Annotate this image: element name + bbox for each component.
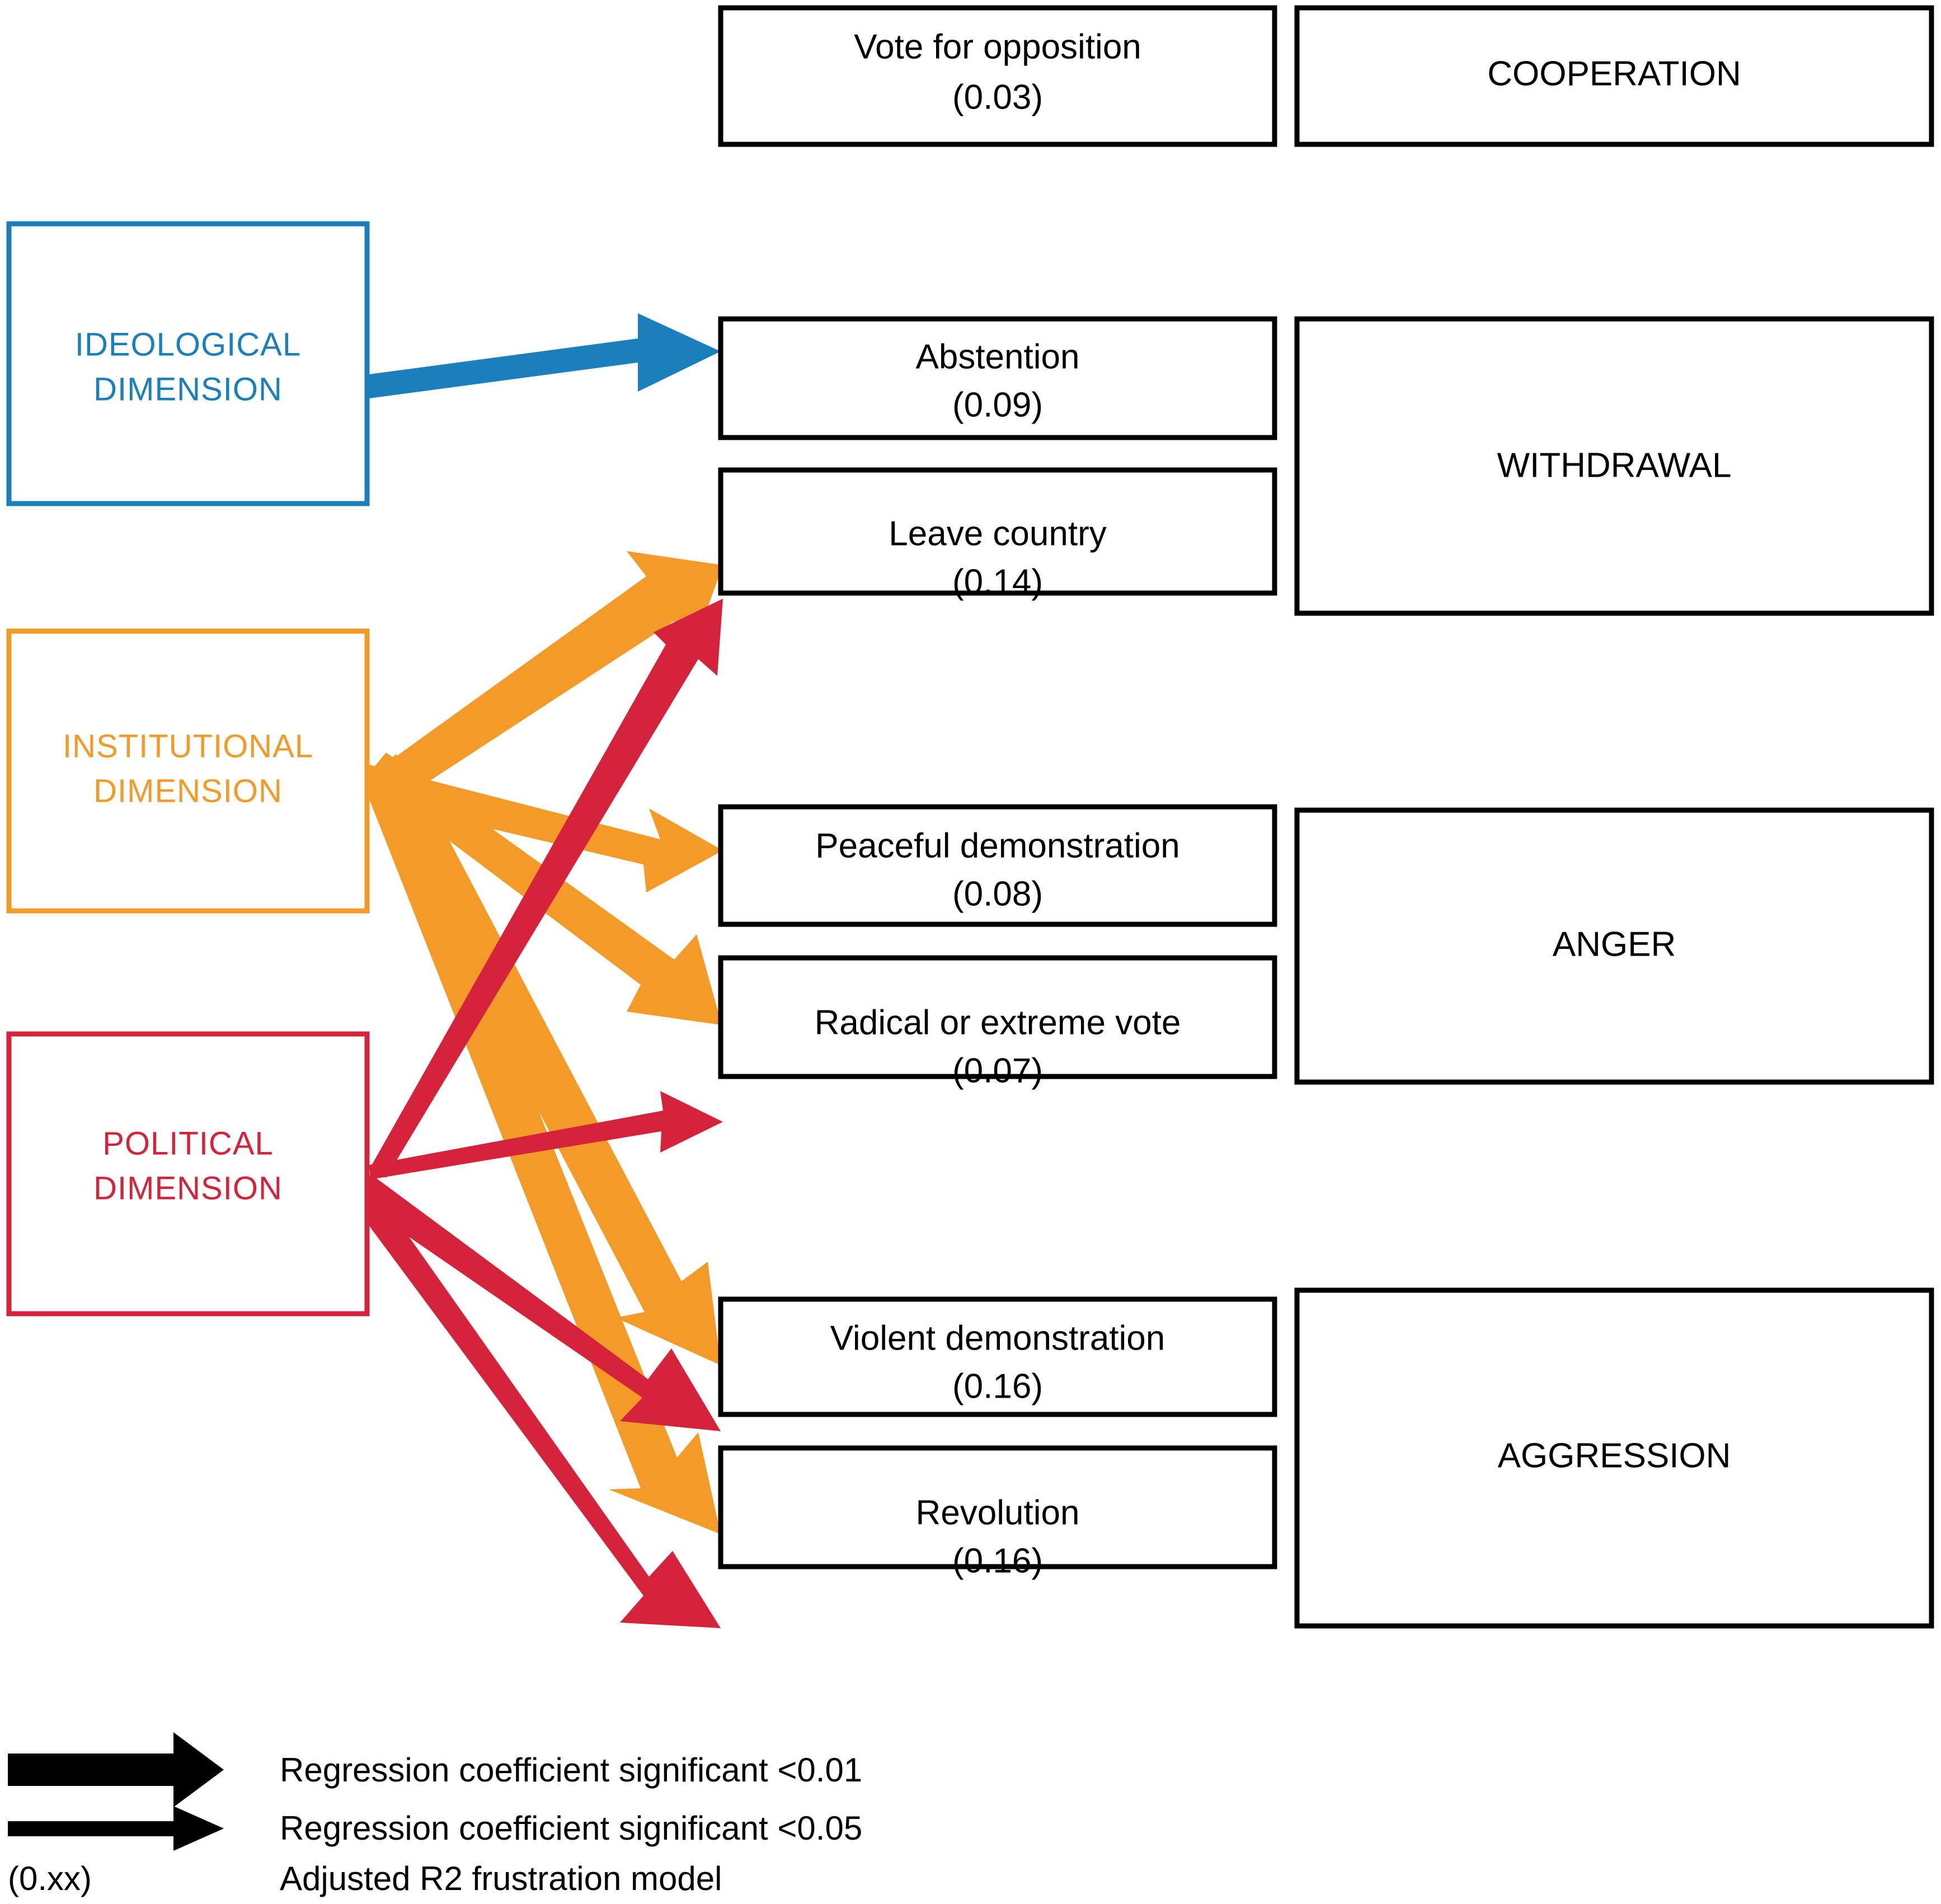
thin-arrow-icon xyxy=(8,1806,224,1851)
group-box-anger[interactable]: ANGER xyxy=(1294,807,1934,1085)
dimension-label-ideological-line1: IDEOLOGICAL xyxy=(75,326,301,363)
outcome-label-vote-for-opposition: Vote for opposition xyxy=(854,27,1141,66)
dimension-label-political-line2: DIMENSION xyxy=(93,1170,283,1206)
outcome-r2-violent-demonstration: (0.16) xyxy=(952,1367,1043,1405)
edge-political-to-leave-country xyxy=(369,599,723,1178)
outcome-label-revolution: Revolution xyxy=(916,1493,1080,1532)
edge-political-to-violent-demonstration xyxy=(358,1174,721,1431)
legend-text-thick-arrow: Regression coefficient significant <0.01 xyxy=(280,1751,862,1789)
dimension-label-institutional-line2: DIMENSION xyxy=(93,773,283,809)
outcome-r2-revolution: (0.16) xyxy=(952,1541,1043,1580)
outcome-label-radical-or-extreme-vote: Radical or extreme vote xyxy=(815,1003,1181,1042)
dimension-label-political-line1: POLITICAL xyxy=(102,1125,274,1162)
group-box-cooperation[interactable]: COOPERATION xyxy=(1294,5,1934,147)
dimension-label-ideological-line2: DIMENSION xyxy=(93,371,283,407)
group-label-cooperation: COOPERATION xyxy=(1487,54,1741,93)
dimension-box-ideological[interactable]: IDEOLOGICAL DIMENSION xyxy=(6,221,370,506)
legend-item-thin-arrow: Regression coefficient significant <0.05 xyxy=(8,1806,862,1851)
outcome-box-revolution[interactable]: Revolution (0.16) xyxy=(718,1445,1277,1580)
outcome-r2-leave-country: (0.14) xyxy=(952,562,1043,601)
outcome-box-violent-demonstration[interactable]: Violent demonstration (0.16) xyxy=(718,1296,1277,1417)
legend-item-thick-arrow: Regression coefficient significant <0.01 xyxy=(8,1732,862,1807)
thick-arrow-icon xyxy=(8,1732,224,1807)
edge-political-to-revolution xyxy=(351,1181,721,1628)
legend-text-r2-note: Adjusted R2 frustration model xyxy=(280,1860,722,1897)
group-label-aggression: AGGRESSION xyxy=(1498,1436,1731,1475)
dimension-box-political[interactable]: POLITICAL DIMENSION xyxy=(6,1031,370,1317)
legend-symbol-r2: (0.xx) xyxy=(8,1860,92,1897)
outcome-label-leave-country: Leave country xyxy=(889,514,1106,553)
group-label-withdrawal: WITHDRAWAL xyxy=(1497,446,1731,485)
outcome-r2-peaceful-demonstration: (0.08) xyxy=(952,875,1043,913)
outcome-box-abstention[interactable]: Abstention (0.09) xyxy=(718,316,1277,440)
edge-institutional-to-leave-country xyxy=(366,551,723,806)
legend-text-thin-arrow: Regression coefficient significant <0.05 xyxy=(280,1809,862,1847)
outcome-label-abstention: Abstention xyxy=(916,337,1080,376)
outcome-r2-vote-for-opposition: (0.03) xyxy=(952,78,1043,116)
edge-political-to-radical-or-extreme-vote xyxy=(369,1091,723,1179)
outcome-r2-radical-or-extreme-vote: (0.07) xyxy=(952,1051,1043,1090)
group-box-withdrawal[interactable]: WITHDRAWAL xyxy=(1294,316,1934,616)
outcome-r2-abstention: (0.09) xyxy=(952,385,1043,424)
outcome-box-peaceful-demonstration[interactable]: Peaceful demonstration (0.08) xyxy=(718,804,1277,927)
legend: Regression coefficient significant <0.01… xyxy=(8,1732,862,1897)
dimension-box-institutional[interactable]: INSTITUTIONAL DIMENSION xyxy=(6,628,370,914)
edge-institutional-to-peaceful-demonstration xyxy=(358,764,723,892)
outcome-label-peaceful-demonstration: Peaceful demonstration xyxy=(815,826,1179,865)
edge-layer xyxy=(351,313,723,1628)
legend-item-r2-note: (0.xx) Adjusted R2 frustration model xyxy=(8,1860,722,1897)
outcome-box-vote-for-opposition[interactable]: Vote for opposition (0.03) xyxy=(718,5,1277,147)
outcome-box-radical-or-extreme-vote[interactable]: Radical or extreme vote (0.07) xyxy=(718,955,1277,1090)
dimension-label-institutional-line1: INSTITUTIONAL xyxy=(63,728,313,764)
edge-ideological-to-abstention xyxy=(356,313,721,400)
outcome-box-leave-country[interactable]: Leave country (0.14) xyxy=(718,467,1277,601)
outcome-label-violent-demonstration: Violent demonstration xyxy=(830,1319,1165,1357)
group-box-aggression[interactable]: AGGRESSION xyxy=(1294,1287,1934,1629)
group-label-anger: ANGER xyxy=(1553,925,1676,963)
